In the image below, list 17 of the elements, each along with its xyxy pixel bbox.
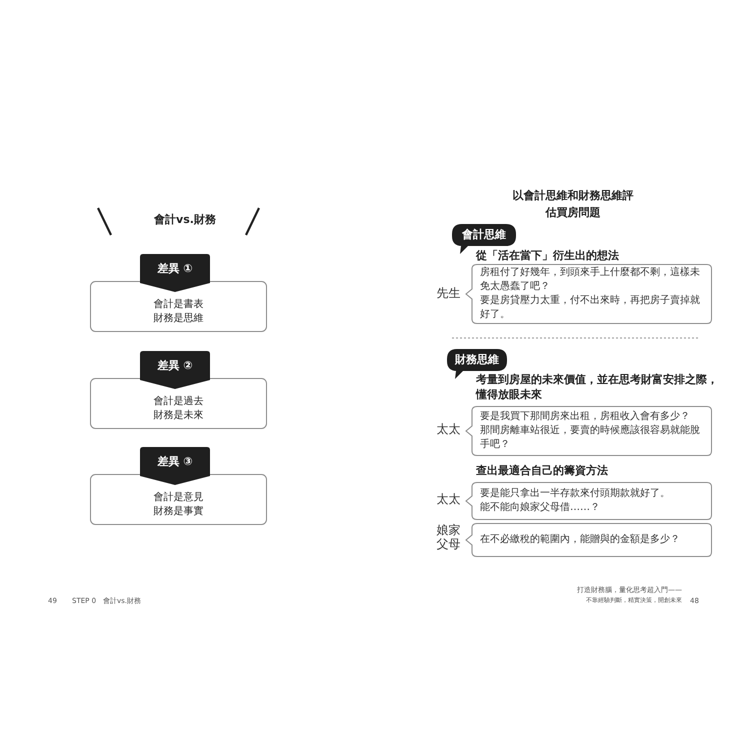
statement-box: 會計是過去 財務是未來	[90, 378, 267, 429]
page-title: 以會計思維和財務思維評估買房問題	[512, 188, 634, 220]
quote-box: 房租付了好幾年，到頭來手上什麼都不剩，這樣未免太愚蠢了吧？ 要是房貸壓力太重，付不出來時，再把房子賣掉就好了。	[464, 264, 712, 324]
difference-tag: 差異 ①	[140, 254, 210, 292]
statement-box: 會計是書表 財務是思維	[90, 281, 267, 332]
quote-box: 要是我買下那間房來出租，房租收入會有多少？ 那間房離車站很近，要賣的時候應該很容易就能脫手吧？	[464, 406, 712, 456]
section-subheading: 查出最適合自己的籌資方法	[476, 463, 609, 478]
speaker-label: 娘家父母	[436, 524, 462, 552]
speaker-label: 太太	[436, 423, 462, 437]
quote-box: 在不必繳稅的範圍內，能贈與的金額是多少？	[464, 523, 712, 557]
statement-box: 會計是意見 財務是事實	[90, 474, 267, 525]
quote-box: 要是能只拿出一半存款來付頭期款就好了。 能不能向娘家父母借……？	[464, 482, 712, 520]
speaker-label: 太太	[436, 493, 462, 507]
difference-tag: 差異 ②	[140, 351, 210, 389]
speaker-label: 先生	[436, 287, 462, 301]
page-heading: 會計vs.財務	[153, 212, 217, 228]
difference-tag: 差異 ③	[140, 447, 210, 485]
